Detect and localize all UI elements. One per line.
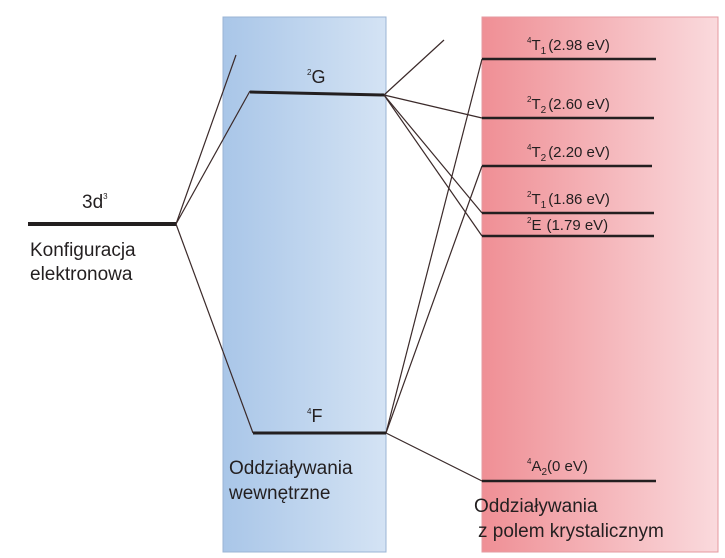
level-label-4t2: 4T2(2.20 eV) xyxy=(527,143,610,164)
configuration-caption-line2: elektronowa xyxy=(30,264,133,285)
connector-4f-to-4a2 xyxy=(385,432,483,482)
connector-config-to-2g xyxy=(175,90,251,225)
connector-lines xyxy=(175,39,483,482)
term-2g-label: 2G xyxy=(307,67,325,87)
level-label-2e: 2E(1.79 eV) xyxy=(527,216,608,234)
internal-caption-line1: Oddziaływania xyxy=(229,458,353,479)
crystal-caption-line1: Oddziaływania xyxy=(474,496,598,517)
configuration-caption-line1: Konfiguracja xyxy=(30,240,136,261)
crystal-field-panel xyxy=(481,16,719,553)
level-label-4a2: 4A2(0 eV) xyxy=(527,457,588,478)
level-2g xyxy=(249,90,385,97)
internal-interaction-panel xyxy=(222,16,387,553)
connector-2g-to-2t2 xyxy=(383,94,483,119)
connector-2g-to-upper-stub xyxy=(383,39,445,96)
connector-2g-to-2t1 xyxy=(383,94,483,214)
connector-config-to-upper-stub xyxy=(175,54,237,225)
level-label-2t1: 2T1(1.86 eV) xyxy=(527,190,610,211)
term-4f-label: 4F xyxy=(307,406,322,426)
internal-caption-line2: wewnętrzne xyxy=(228,483,330,504)
connector-4f-to-4t2 xyxy=(385,165,483,434)
configuration-state-label: 3d3 xyxy=(82,192,108,213)
connector-4f-to-4t1 xyxy=(385,58,483,434)
level-lines xyxy=(28,57,656,483)
level-label-4t1: 4T1(2.98 eV) xyxy=(527,36,610,57)
connector-config-to-4f xyxy=(175,223,254,434)
level-label-2t2: 2T2(2.60 eV) xyxy=(527,95,610,116)
crystal-caption-line2: z polem krystalicznym xyxy=(478,521,664,542)
